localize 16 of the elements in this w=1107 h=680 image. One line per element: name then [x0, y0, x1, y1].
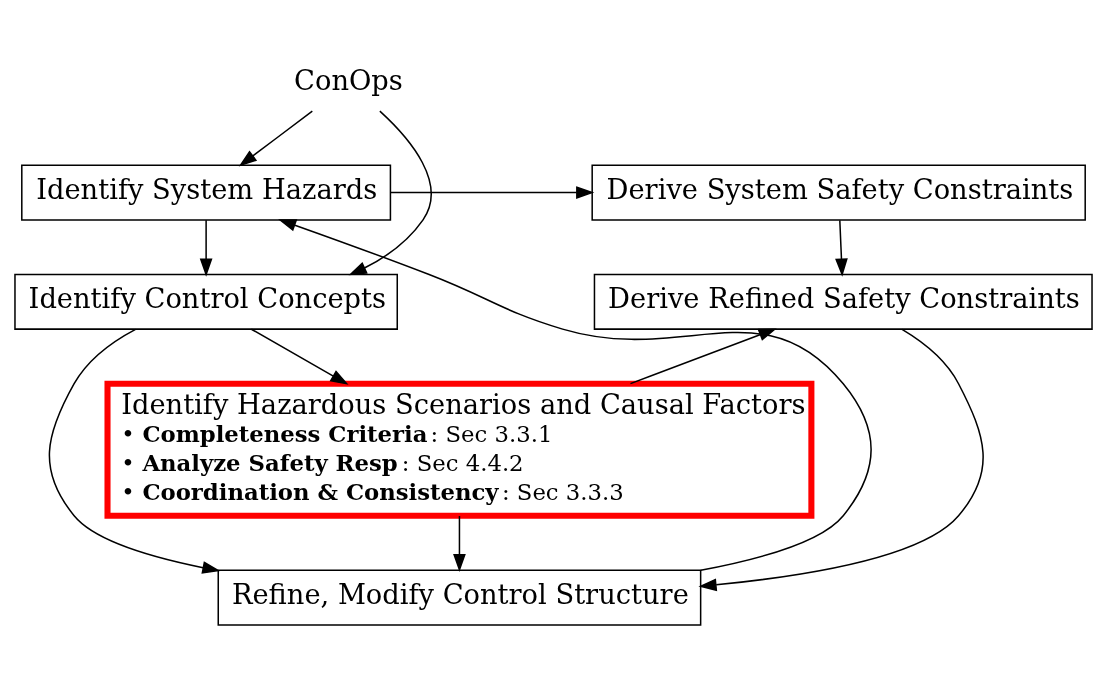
node-box: Derive Refined Safety Constraints [593, 273, 1093, 330]
node-box: Derive System Safety Constraints [591, 164, 1086, 221]
arrow [453, 514, 466, 572]
arrow [835, 219, 848, 277]
arrow [250, 327, 349, 385]
arrow [348, 109, 432, 275]
node-box: Identify Hazardous Scenarios and Causal Factors • Completeness Criteria: Sec 3.3.1 • Analyze Safety Resp: Sec 4.4.2 • Coordination & Consistency: Sec 3.3.3 [104, 380, 815, 519]
arrow [238, 109, 314, 167]
arrow [48, 328, 221, 574]
arrow [199, 219, 213, 277]
node-text: ConOps [294, 64, 403, 96]
node-box: Identify Control Concepts [14, 273, 398, 330]
arrow [278, 218, 872, 571]
arrow [390, 185, 595, 199]
node-box: Identify System Hazards [21, 164, 392, 221]
node-box: Refine, Modify Control Structure [217, 569, 702, 626]
